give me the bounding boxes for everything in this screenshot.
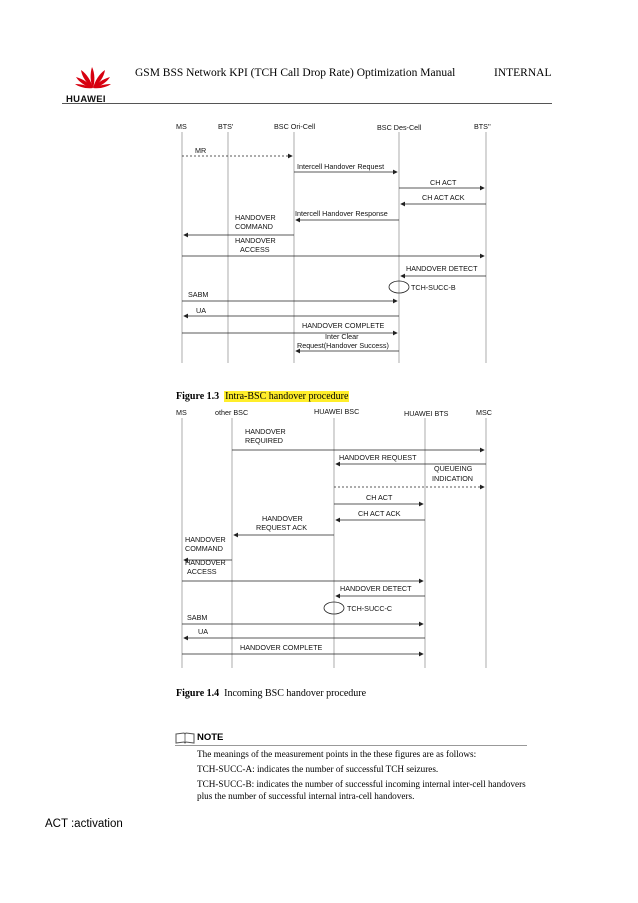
f2-msg: HANDOVER [245,427,286,436]
caption-number: Figure 1.4 [176,688,220,699]
f2-msg: INDICATION [432,474,473,483]
f2-msg: HANDOVER [262,514,303,523]
f1-entity-bsc-ori: BSC Ori-Cell [274,122,316,131]
figure-1-3-sequence-diagram: MS BTS' BSC Ori-Cell BSC Des-Cell BTS'' … [176,122,491,363]
f2-msg: CH ACT ACK [358,509,401,518]
f1-entity-bts1: BTS' [218,122,234,131]
f2-msg: SABM [187,613,207,622]
f1-msg: Request(Handover Success) [297,341,389,350]
f2-entity-huawei-bsc: HUAWEI BSC [314,407,359,416]
f1-msg: Inter Clear [325,332,359,341]
f2-msg: REQUIRED [245,436,283,445]
footnote: ACT :activation [45,818,123,830]
huawei-logo-icon [75,67,111,89]
note-line: TCH-SUCC-B: indicates the number of succ… [197,779,526,789]
f1-msg: CH ACT [430,178,457,187]
note-line: plus the number of successful internal i… [197,791,415,801]
f1-msg: SABM [188,290,208,299]
f2-tch-succ-c: TCH-SUCC-C [347,604,392,613]
note-line: TCH-SUCC-A: indicates the number of succ… [197,764,439,774]
f2-entity-other-bsc: other BSC [215,408,248,417]
f2-entity-huawei-bts: HUAWEI BTS [404,409,449,418]
f1-tch-succ-b: TCH-SUCC-B [411,283,456,292]
book-icon [175,732,195,744]
note-line: The meanings of the measurement points i… [197,749,477,759]
f1-msg: Intercell Handover Request [297,162,384,171]
f2-msg: QUEUEING [434,464,473,473]
f2-msg: REQUEST ACK [256,523,307,532]
f1-msg: HANDOVER COMPLETE [302,321,384,330]
f2-entity-ms: MS [176,408,187,417]
f2-msg: ACCESS [187,567,217,576]
f2-msg: HANDOVER REQUEST [339,453,417,462]
f1-msg: UA [196,306,206,315]
figure-1-3-caption: Figure 1.3 Intra-BSC handover procedure [176,391,350,402]
f2-msg: HANDOVER [185,558,226,567]
f1-msg: HANDOVER [235,213,276,222]
f2-msg: COMMAND [185,544,223,553]
caption-text: Incoming BSC handover procedure [224,688,367,699]
f1-entity-bts2: BTS'' [474,122,491,131]
f1-msg: COMMAND [235,222,273,231]
f1-msg: ACCESS [240,245,270,254]
f1-msg: HANDOVER [235,236,276,245]
f2-msg: HANDOVER [185,535,226,544]
f1-msg: MR [195,146,206,155]
f1-msg: HANDOVER DETECT [406,264,478,273]
classification-label: INTERNAL [494,67,552,79]
note-title: NOTE [197,732,224,743]
f1-msg: CH ACT ACK [422,193,465,202]
f2-msg: CH ACT [366,493,393,502]
f1-msg: Intercell Handover Response [295,209,388,218]
header-rule [62,103,552,104]
f2-msg: HANDOVER COMPLETE [240,643,322,652]
logo-wordmark: HUAWEI [66,94,106,105]
caption-text: Intra-BSC handover procedure [224,391,350,402]
figure-1-4-caption: Figure 1.4 Incoming BSC handover procedu… [176,688,366,699]
f1-entity-bsc-des: BSC Des-Cell [377,123,422,132]
f1-entity-ms: MS [176,122,187,131]
f2-msg: HANDOVER DETECT [340,584,412,593]
caption-number: Figure 1.3 [176,391,220,402]
f2-entity-msc: MSC [476,408,492,417]
note-rule [175,745,527,746]
figure-1-4-sequence-diagram: MS other BSC HUAWEI BSC HUAWEI BTS MSC H… [176,407,492,668]
document-title: GSM BSS Network KPI (TCH Call Drop Rate)… [135,67,456,79]
f2-msg: UA [198,627,208,636]
